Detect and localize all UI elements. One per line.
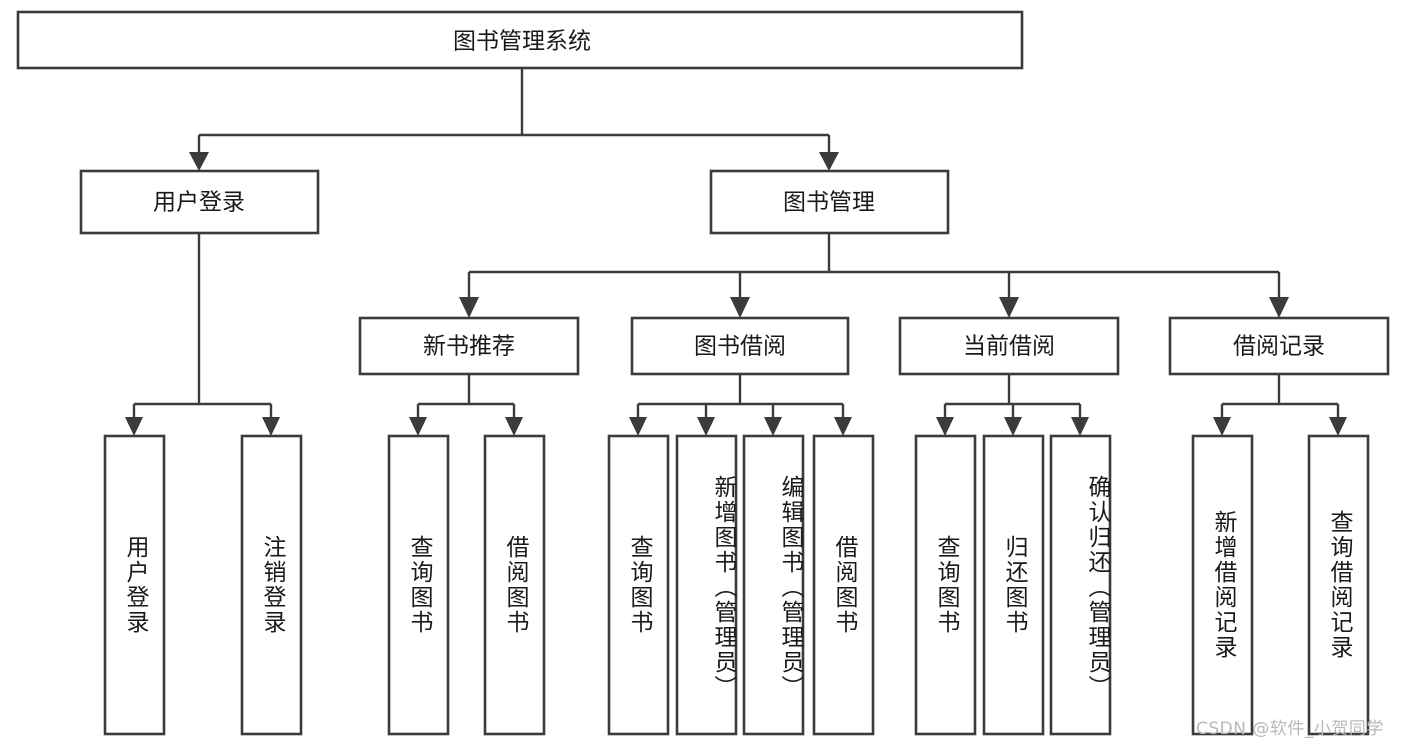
node-box-leaf-current-borrow-3[interactable] [1049, 434, 1112, 736]
node-box-leaf-new-book-2[interactable] [483, 434, 546, 736]
node-box-book-borrow[interactable] [630, 316, 850, 376]
node-box-leaf-current-borrow-2[interactable] [982, 434, 1045, 736]
node-box-leaf-book-borrow-1[interactable] [607, 434, 670, 736]
arrow-head-leaf-borrow-record-1 [1213, 417, 1231, 436]
node-box-leaf-new-book-1[interactable] [387, 434, 450, 736]
connector-group-user-login [125, 233, 280, 436]
arrow-head-current-borrow [999, 297, 1019, 318]
connector-group-book-borrow [629, 374, 852, 436]
connector-group-borrow-record [1213, 374, 1347, 436]
node-label-root: 图书管理系统 [453, 29, 591, 55]
node-label-book-manage: 图书管理 [783, 190, 875, 216]
node-box-book-manage[interactable] [709, 169, 950, 235]
arrow-head-leaf-new-book-1 [409, 417, 427, 436]
node-box-leaf-current-borrow-1[interactable] [914, 434, 977, 736]
node-label-book-borrow: 图书借阅 [694, 334, 786, 360]
connector-group-new-book [409, 374, 523, 436]
arrow-head-leaf-current-borrow-3 [1071, 417, 1089, 436]
node-box-leaf-user-login-2[interactable] [240, 434, 303, 736]
node-box-leaf-borrow-record-1[interactable] [1191, 434, 1254, 736]
arrow-head-leaf-new-book-2 [505, 417, 523, 436]
node-label-current-borrow: 当前借阅 [963, 334, 1055, 360]
node-box-new-book[interactable] [358, 316, 580, 376]
node-label-user-login: 用户登录 [153, 190, 245, 216]
connector-group-book-manage [459, 233, 1289, 318]
arrow-head-leaf-book-borrow-4 [834, 417, 852, 436]
node-box-borrow-record[interactable] [1168, 316, 1390, 376]
arrow-head-leaf-book-borrow-3 [764, 417, 782, 436]
node-label-new-book: 新书推荐 [423, 334, 515, 360]
arrow-head-leaf-current-borrow-2 [1004, 417, 1022, 436]
node-box-root[interactable] [16, 10, 1024, 70]
node-box-leaf-book-borrow-4[interactable] [812, 434, 875, 736]
connector-group-root [189, 68, 839, 171]
arrow-head-leaf-book-borrow-1 [629, 417, 647, 436]
node-box-user-login[interactable] [79, 169, 320, 235]
node-box-leaf-book-borrow-3[interactable] [742, 434, 805, 736]
connector-group-current-borrow [936, 374, 1089, 436]
csdn-watermark: CSDN @软件_小贺同学 [1196, 719, 1384, 739]
node-label-borrow-record: 借阅记录 [1233, 334, 1325, 360]
arrow-head-borrow-record [1269, 297, 1289, 318]
node-box-current-borrow[interactable] [898, 316, 1120, 376]
node-box-leaf-user-login-1[interactable] [103, 434, 166, 736]
arrow-head-leaf-user-login-1 [125, 417, 143, 436]
arrow-head-leaf-borrow-record-2 [1329, 417, 1347, 436]
arrow-head-book-manage [819, 152, 839, 171]
arrow-head-new-book [459, 297, 479, 318]
node-box-leaf-book-borrow-2[interactable] [675, 434, 738, 736]
node-box-leaf-borrow-record-2[interactable] [1307, 434, 1370, 736]
arrow-head-leaf-user-login-2 [262, 417, 280, 436]
arrow-head-leaf-book-borrow-2 [697, 417, 715, 436]
arrow-head-book-borrow [730, 297, 750, 318]
arrow-head-user-login [189, 152, 209, 171]
arrow-head-leaf-current-borrow-1 [936, 417, 954, 436]
